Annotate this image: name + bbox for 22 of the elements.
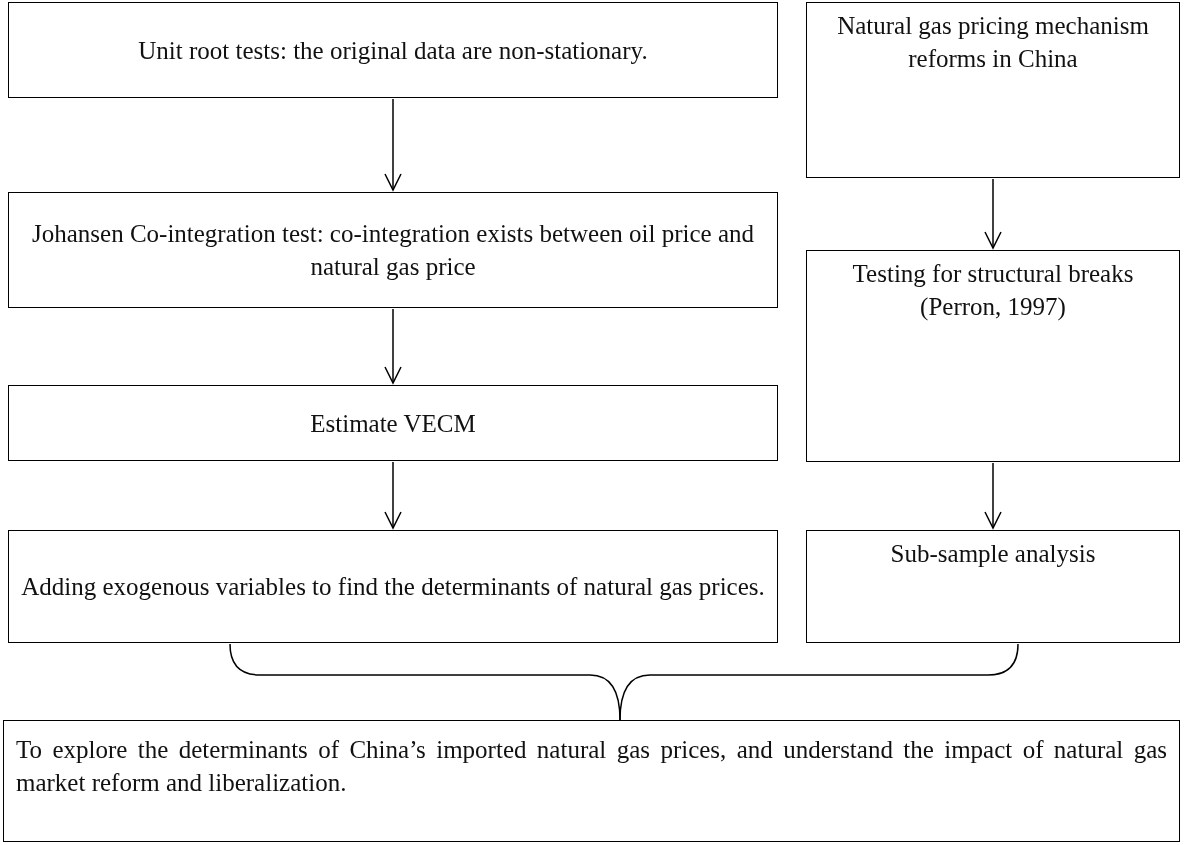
arrow <box>384 308 402 384</box>
box-text: Estimate VECM <box>310 408 476 439</box>
process-box <box>806 530 1180 643</box>
process-box <box>3 720 1180 842</box>
process-box <box>8 530 778 643</box>
process-box <box>8 2 778 98</box>
process-box <box>806 250 1180 462</box>
box-text: Natural gas pricing mechanism reforms in China <box>836 11 1150 74</box>
arrow <box>984 462 1002 529</box>
arrow <box>384 461 402 529</box>
arrow <box>984 178 1002 249</box>
box-text: To explore the determinants of China’s imported natural gas prices, and understand the impact of natural gas market reform and liberalization. <box>15 735 1168 798</box>
process-box <box>8 192 778 308</box>
arrow <box>384 98 402 191</box>
process-box <box>806 2 1180 178</box>
process-box <box>8 385 778 461</box>
brace-connector <box>619 643 1019 721</box>
box-text: Testing for structural breaks (Perron, 1997) <box>851 259 1135 323</box>
box-text: Sub-sample analysis <box>890 539 1096 569</box>
box-text: Adding exogenous variables to find the determinants of natural gas prices. <box>21 572 765 602</box>
box-text: Unit root tests: the original data are non-stationary. <box>138 35 648 66</box>
box-text: Johansen Co-integration test: co-integration exists between oil price and natural gas price <box>31 219 755 282</box>
